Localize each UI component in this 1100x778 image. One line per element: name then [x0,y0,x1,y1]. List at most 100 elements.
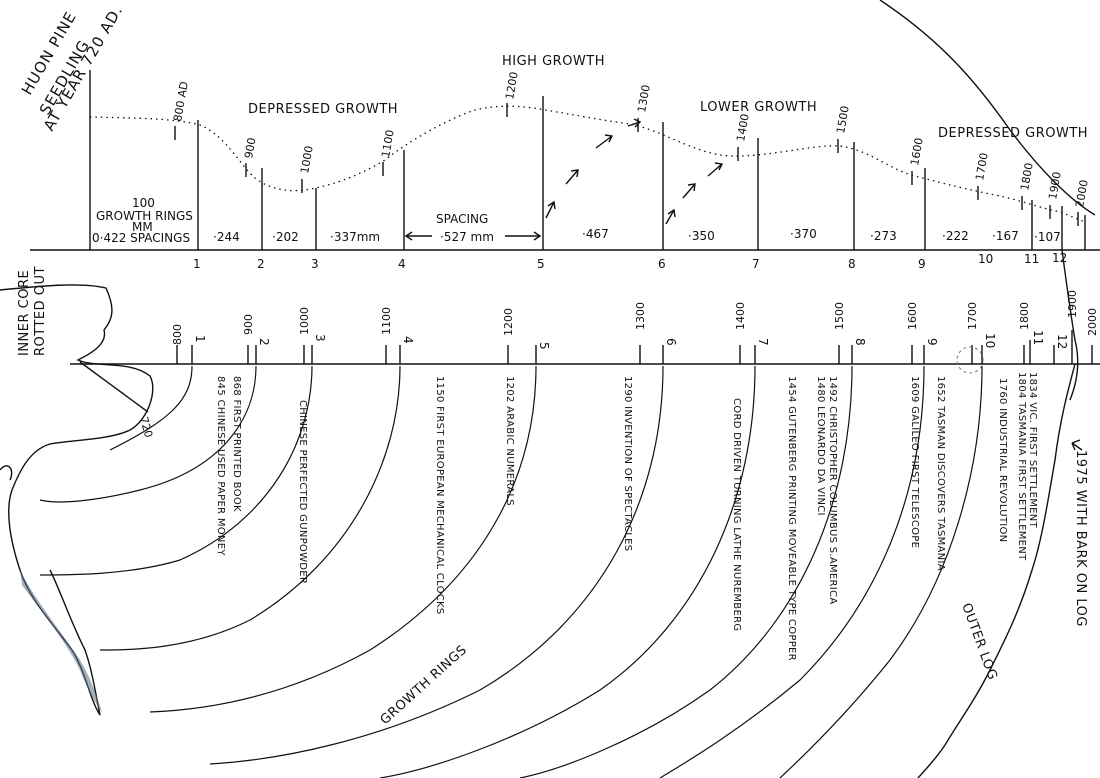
lower-tick: 8 [853,338,867,346]
event-label: 1202 ARABIC NUMERALS [504,376,515,506]
top-tick: 12 [1052,251,1067,265]
curve-year-markers: 800 AD 900 1000 1100 1200 1300 1400 1500… [171,71,1091,226]
top-axis-ticks: 1 2 3 4 5 6 7 8 9 10 11 12 [193,251,1067,271]
lower-axis-years: 800 900 1000 1100 1200 1300 1400 1500 16… [171,290,1099,364]
lower-tick: 12 [1055,334,1069,349]
title-line-3: AT YEAR 720 AD. [40,2,127,134]
curve-year: 1700 [973,152,991,182]
outer-log-label: OUTER LOG [958,601,1000,682]
note-line-4: 0·422 SPACINGS [92,231,190,245]
lower-year: 1000 [298,307,311,335]
lower-tick: 11 [1031,330,1045,345]
lower-tick: 10 [983,333,997,348]
top-tick: 11 [1024,252,1039,266]
growth-label-lower: LOWER GROWTH [700,100,817,115]
lower-tick: 1 [193,335,207,343]
lower-year: 1200 [502,308,515,336]
spacing-value: ·467 [582,227,609,241]
spacing-value: ·107 [1034,230,1061,244]
curve-year: 1300 [635,84,653,114]
curve-year: 1100 [379,129,397,159]
curve-year: 1800 [1018,162,1036,192]
outer-log-outline [917,363,1076,778]
curve-year: 1900 [1046,171,1064,201]
event-labels: 868 FIRST PRINTED BOOK 845 CHINESE USED … [215,372,1038,661]
event-label: 1454 GUTENBERG PRINTING MOVEABLE TYPE CO… [786,376,797,661]
event-label: 1480 LEONARDO DA VINCI [815,376,826,516]
top-tick: 2 [257,257,265,271]
curve-year: 1600 [908,137,926,167]
lower-tick: 7 [756,338,770,346]
top-tick: 10 [978,252,993,266]
highlight-circle [956,346,984,374]
top-tick: 8 [848,257,856,271]
event-label: 1609 GALILEO FIRST TELESCOPE [909,376,920,548]
curve-year: 2000 [1073,179,1091,209]
spacing-value: ·337mm [330,230,380,244]
event-label: 1290 INVENTION OF SPECTACLES [622,376,633,551]
lower-tick: 9 [925,338,939,346]
event-label: 1834 VIC. FIRST SETTLEMENT [1027,372,1038,529]
note-line-1: 100 [132,196,155,210]
spacing-value: ·167 [992,229,1019,243]
spacing-value: ·244 [213,230,240,244]
lower-tick: 4 [401,336,415,344]
event-label: 1652 TASMAN DISCOVERS TASMANIA [935,376,946,571]
top-tick: 5 [537,257,545,271]
lower-year: 1900 [1066,290,1079,318]
lower-year: 900 [242,314,255,335]
lower-axis-ticks: 1 2 3 4 5 6 7 8 9 10 11 12 [191,330,1069,364]
top-tick: 9 [918,257,926,271]
lower-tick: 6 [664,338,678,346]
event-label: CORD DRIVEN TURNING LATHE NUREMBERG [731,398,742,631]
lower-year: 1400 [734,302,747,330]
curve-year: 1000 [298,145,316,175]
event-label: 845 CHINESE USED PAPER MONEY [215,376,226,556]
event-label: 1760 INDUSTRIAL REVOLUTION [997,378,1008,542]
inner-core-label: INNER CORE ROTTED OUT [17,266,48,356]
note-line-3: MM [132,220,153,234]
curve-year: 1400 [734,113,752,143]
event-label: 1492 CHRISTOPHER COLUMBUS S.AMERICA [827,376,838,604]
spacing-value: ·370 [790,227,817,241]
curve-year: 900 [242,137,258,160]
lower-tick: 5 [537,342,551,350]
spacing-value: ·350 [688,229,715,243]
growth-label-depressed-1: DEPRESSED GROWTH [248,102,398,117]
top-tick: 4 [398,257,406,271]
growth-rings-note: 100 GROWTH RINGS MM 0·422 SPACINGS [92,196,193,245]
growth-arrows [545,118,724,225]
log-outline-left [0,284,154,716]
lower-tick: 2 [257,338,271,346]
top-tick: 1 [193,257,201,271]
spacing-value: ·273 [870,229,897,243]
seed-pointer [79,361,149,413]
event-label: 868 FIRST PRINTED BOOK [231,376,242,512]
lower-year: 1100 [380,307,393,335]
note-line-2: GROWTH RINGS [96,209,193,223]
lower-year: 800 [171,324,184,345]
top-tick: 3 [311,257,319,271]
inner-core-line-2: ROTTED OUT [33,266,48,356]
curve-year: 1500 [834,105,852,135]
bark-note-text: 1975 WITH BARK ON LOG [1073,450,1088,627]
inner-core-line-1: INNER CORE [17,270,32,356]
growth-rings [39,365,983,778]
event-label: 1150 FIRST EUROPEAN MECHANICAL CLOCKS [434,376,445,615]
lower-year: 1300 [634,302,647,330]
top-tick: 6 [658,257,666,271]
spacing-values: ·244 ·202 ·337mm ·527 mm ·467 ·350 ·370 … [213,227,1061,244]
lower-year: 1700 [966,302,979,330]
event-label: CHINESE PERFECTED GUNPOWDER [297,400,308,584]
lower-year: 1600 [906,302,919,330]
lower-tick: 3 [313,334,327,342]
seed-year-label: 720 [137,415,155,439]
lower-year: 1500 [833,302,846,330]
curve-year: 800 AD [171,80,191,122]
top-right-bark [879,0,1096,216]
spacing-value: ·202 [272,230,299,244]
spacing-value: ·527 mm [440,230,494,244]
title-block: HUON PINE SEEDLING AT YEAR 720 AD. [18,2,127,134]
event-label: 1804 TASMANIA FIRST SETTLEMENT [1016,372,1027,561]
